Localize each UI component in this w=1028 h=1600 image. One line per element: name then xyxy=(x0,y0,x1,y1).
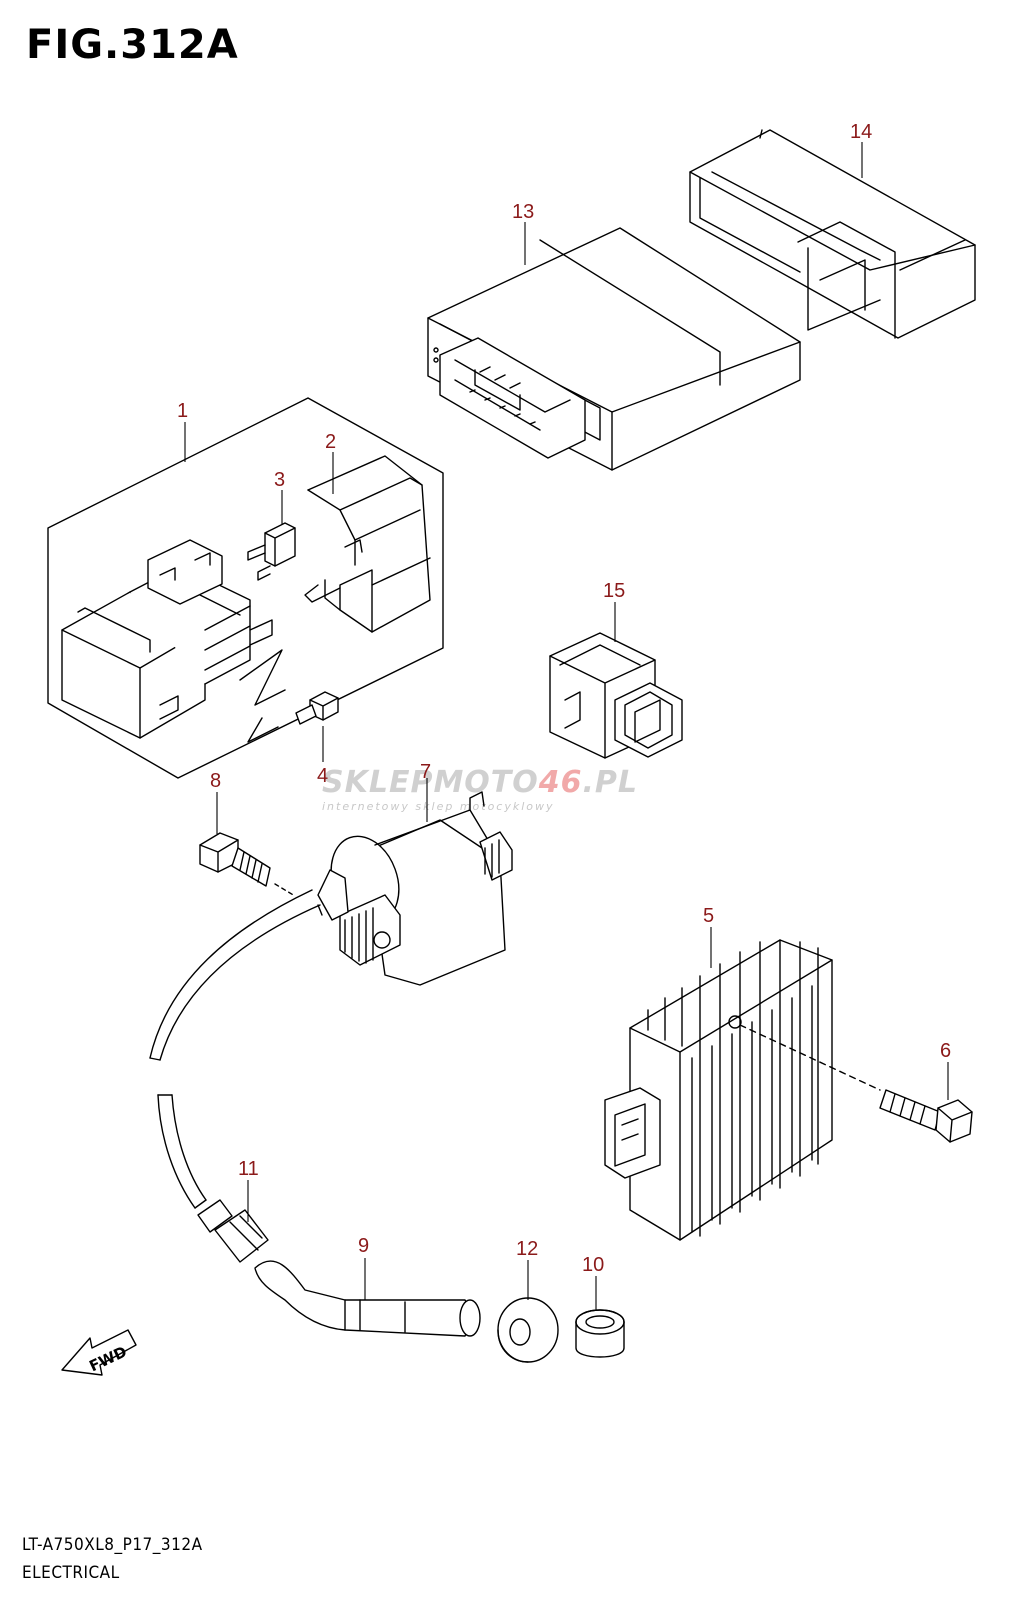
callout-12: 12 xyxy=(516,1238,538,1260)
part-4-bolt xyxy=(295,691,339,762)
part-11-lead-grommet xyxy=(197,1180,269,1263)
part-1-assembly-box xyxy=(47,397,444,779)
callout-11: 11 xyxy=(238,1158,259,1180)
part-12-washer xyxy=(497,1260,559,1363)
callout-6: 6 xyxy=(940,1040,951,1062)
fwd-direction-arrow: FWD xyxy=(61,1329,137,1376)
watermark-brand-part-2: MOTO xyxy=(433,765,539,800)
watermark-logo: SKLEPMOTO46.PL xyxy=(322,765,638,800)
part-2-relay-cover xyxy=(304,452,431,633)
part-15-connector xyxy=(549,602,683,759)
callout-2: 2 xyxy=(325,431,336,453)
callout-10: 10 xyxy=(582,1254,604,1276)
watermark-brand-part-1: SKLEP xyxy=(322,765,434,800)
callout-1: 1 xyxy=(177,400,188,422)
callout-15: 15 xyxy=(603,580,625,602)
ignition-lead-wire xyxy=(149,889,321,1209)
callout-4: 4 xyxy=(317,765,328,787)
callout-9: 9 xyxy=(358,1235,369,1257)
part-13-ecm xyxy=(427,222,801,471)
watermark-tagline: internetowy sklep motocyklowy xyxy=(322,800,555,813)
figure-title: FIG.312A xyxy=(26,22,239,68)
callout-5: 5 xyxy=(703,905,714,927)
part-7-ignition-coil xyxy=(317,778,513,986)
watermark-brand-tld: .PL xyxy=(582,765,639,800)
starter-relay-body xyxy=(61,539,286,743)
part-6-bolt xyxy=(879,1062,973,1143)
watermark-brand-number: 46 xyxy=(538,765,583,800)
callout-7: 7 xyxy=(420,761,431,783)
part-10-sleeve xyxy=(575,1276,625,1358)
figure-name: ELECTRICAL xyxy=(22,1563,120,1583)
part-8-bolt xyxy=(199,792,296,897)
part-5-regulator-rectifier xyxy=(604,927,881,1241)
callout-numbers: 1 2 3 4 5 6 7 8 9 10 11 12 13 14 15 xyxy=(177,121,951,1276)
part-14-ecm-holder xyxy=(689,129,976,339)
figure-code: LT-A750XL8_P17_312A xyxy=(22,1535,203,1555)
part-9-plug-cap xyxy=(254,1258,481,1337)
part-3-fuse xyxy=(247,490,296,581)
callout-3: 3 xyxy=(274,469,285,491)
callout-14: 14 xyxy=(850,121,872,143)
callout-13: 13 xyxy=(512,201,534,223)
callout-8: 8 xyxy=(210,770,221,792)
